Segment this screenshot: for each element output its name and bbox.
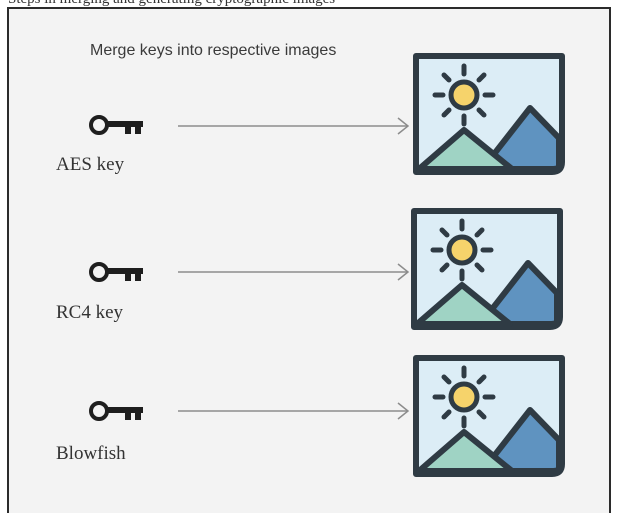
arrow-row-2	[178, 263, 410, 281]
top-cropped-strip: Steps in merging and generating cryptogr…	[0, 0, 620, 9]
key-label-rc4: RC4 key	[56, 302, 124, 323]
key-icon	[89, 401, 143, 421]
key-icon	[89, 262, 143, 282]
key-label-blowfish: Blowfish	[56, 443, 126, 464]
landscape-image-icon	[411, 208, 563, 330]
cropped-heading-text: Steps in merging and generating cryptogr…	[8, 0, 335, 8]
landscape-image-icon	[413, 355, 565, 477]
key-label-aes: AES key	[56, 154, 125, 175]
key-icon	[89, 115, 143, 135]
arrow-row-1	[178, 117, 410, 135]
arrow-row-3	[178, 402, 410, 420]
diagram-caption: Merge keys into respective images	[90, 42, 337, 59]
landscape-image-icon	[413, 53, 565, 175]
